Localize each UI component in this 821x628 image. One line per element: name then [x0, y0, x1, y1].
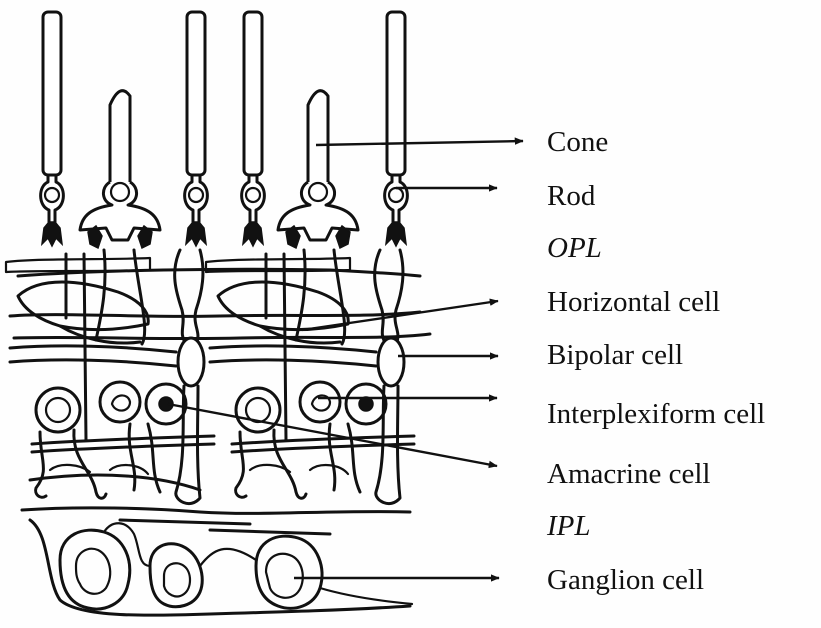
label-rod: Rod [547, 182, 595, 211]
label-ipl: IPL [547, 512, 591, 541]
label-bipolar-cell: Bipolar cell [547, 341, 683, 370]
label-horizontal-cell: Horizontal cell [547, 288, 720, 317]
label-ganglion-cell: Ganglion cell [547, 566, 704, 595]
label-interplexiform-cell: Interplexiform cell [547, 400, 765, 429]
label-amacrine-cell: Amacrine cell [547, 460, 710, 489]
label-cone: Cone [547, 128, 608, 157]
cone-leader-line [316, 141, 523, 145]
label-opl: OPL [547, 234, 602, 263]
